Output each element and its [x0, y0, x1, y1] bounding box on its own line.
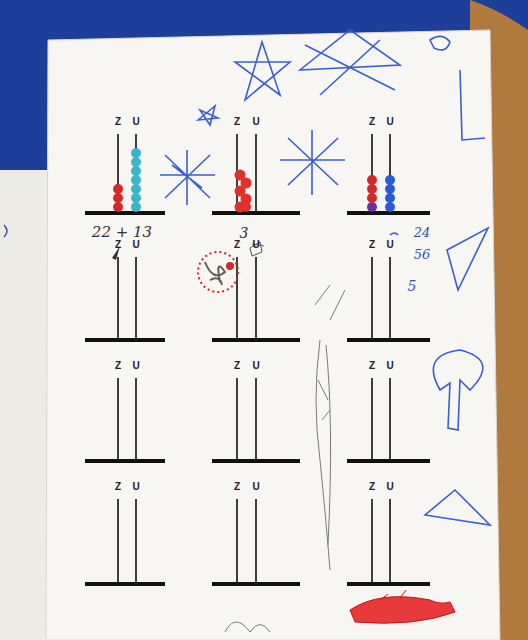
place-value-label: Z [369, 361, 375, 371]
abacus-line [255, 378, 257, 461]
abacus-line [85, 338, 165, 342]
abacus-line [371, 257, 373, 340]
abacus-line [255, 134, 257, 213]
abacus-line [371, 378, 373, 461]
abacus-line [212, 582, 300, 586]
place-value-label: U [252, 482, 259, 492]
abacus-beads [113, 148, 395, 213]
place-value-label: Z [369, 240, 375, 250]
place-value-label: Z [115, 117, 121, 127]
handwritten-number: 3 [240, 226, 249, 240]
abacus-line [236, 499, 238, 584]
abacus-line [347, 338, 430, 342]
abacus-line [85, 582, 165, 586]
place-value-label: U [386, 117, 393, 127]
place-value-label: U [252, 361, 259, 371]
abacus-line [135, 499, 137, 584]
abacus-line [212, 338, 300, 342]
abacus-line [347, 582, 430, 586]
handwritten-number: 24 [414, 226, 431, 239]
place-value-label: Z [369, 482, 375, 492]
under-mark [4, 225, 7, 237]
abacus-line [117, 257, 119, 340]
place-value-label: Z [234, 240, 240, 250]
place-value-label: U [252, 240, 259, 250]
abacus-line [236, 378, 238, 461]
place-value-label: Z [115, 240, 121, 250]
handwritten-number: 5 [408, 279, 417, 293]
abacus-line [371, 499, 373, 584]
place-value-label: U [386, 361, 393, 371]
place-value-label: U [252, 117, 259, 127]
abacus-line [347, 459, 430, 463]
abacus-line [389, 499, 391, 584]
abacus-line [255, 499, 257, 584]
place-value-label: U [132, 117, 139, 127]
abacus-frames [85, 134, 430, 584]
abacus-line [236, 257, 238, 340]
place-value-label: Z [234, 117, 240, 127]
abacus-line [117, 378, 119, 461]
scribble [205, 262, 225, 285]
doodles [160, 30, 490, 525]
dotted-circle [198, 252, 238, 292]
abacus-line [389, 257, 391, 340]
place-value-label: Z [234, 361, 240, 371]
place-value-label: Z [115, 482, 121, 492]
abacus-line [389, 378, 391, 461]
abacus-line [85, 459, 165, 463]
abacus-line [85, 211, 165, 215]
abacus-line [117, 499, 119, 584]
place-value-label: U [386, 240, 393, 250]
abacus-line [255, 257, 257, 340]
red-drawing-marks [380, 590, 406, 600]
place-value-label: U [386, 482, 393, 492]
place-value-label: Z [234, 482, 240, 492]
handwritten-number: 56 [414, 248, 431, 261]
place-value-label: U [132, 240, 139, 250]
red-dot [226, 262, 234, 270]
abacus-line [212, 211, 300, 215]
pencil-marks [225, 285, 345, 632]
handwritten-sum: 22 + 13 [92, 225, 152, 240]
place-value-label: Z [369, 117, 375, 127]
abacus-line [135, 257, 137, 340]
place-value-label: U [132, 361, 139, 371]
place-value-label: Z [115, 361, 121, 371]
red-drawing [350, 597, 455, 624]
place-value-label: U [132, 482, 139, 492]
paper-sheet [46, 30, 500, 640]
abacus-line [135, 378, 137, 461]
abacus-line [212, 459, 300, 463]
